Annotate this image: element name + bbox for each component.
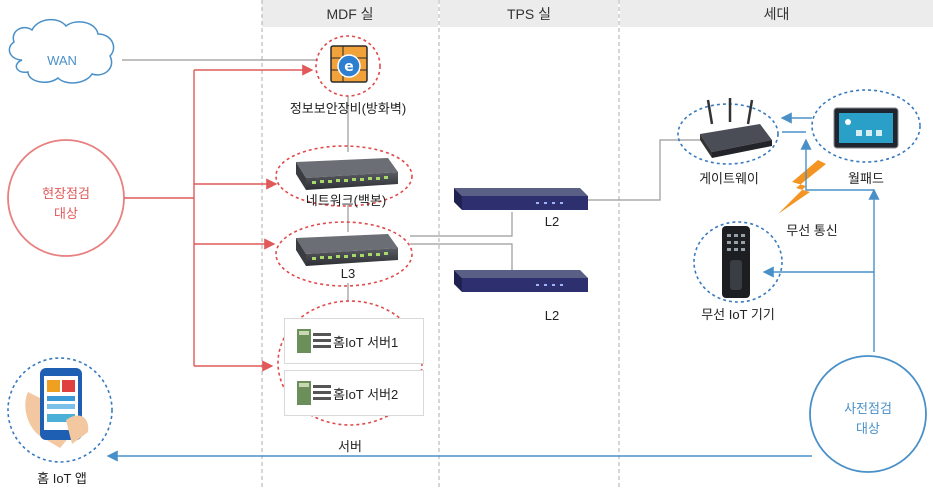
gateway-link	[588, 139, 700, 201]
l3-label: L3	[340, 266, 356, 281]
phone-app-icon	[25, 368, 89, 448]
server-1-icon	[297, 329, 331, 353]
header-mdf: MDF 실	[262, 0, 438, 27]
gateway-highlight	[677, 103, 779, 165]
gateway-router-icon	[700, 98, 772, 158]
server-label: 서버	[338, 439, 362, 454]
onsite-group-label-2: 대상	[54, 206, 78, 221]
wan-cloud	[8, 18, 115, 84]
onsite-branch-lines	[124, 64, 314, 372]
server-2-box: 홈IoT 서버2	[284, 370, 424, 416]
l2-switch-a-icon	[454, 188, 588, 210]
onsite-group-label-1: 현장점검	[42, 186, 90, 201]
backbone-highlight	[275, 145, 413, 207]
wallpad-label: 월패드	[848, 171, 884, 186]
server-1-label: 홈IoT 서버1	[333, 335, 399, 350]
iot-device-label: 무선 IoT 기기	[701, 307, 775, 322]
svg-text:e: e	[344, 59, 354, 75]
l2-b-label: L2	[544, 308, 560, 323]
l2-a-label: L2	[544, 214, 560, 229]
iot-device-highlight	[693, 221, 783, 303]
precheck-group-label-1: 사전점검	[844, 401, 892, 416]
backbone-label: 네트워크(백본)	[305, 193, 387, 208]
firewall-label: 정보보안장비(방화벽)	[289, 101, 407, 116]
iot-device-icon	[722, 226, 750, 298]
l2-switch-b-icon	[454, 270, 588, 292]
wan-label: WAN	[47, 53, 77, 68]
server-2-label: 홈IoT 서버2	[333, 387, 399, 402]
l3-highlight	[275, 221, 413, 287]
l3-switch-icon	[296, 234, 398, 266]
app-label: 홈 IoT 앱	[37, 471, 87, 486]
wireless-lightning-icon	[778, 160, 826, 214]
app-highlight	[7, 357, 113, 463]
mdf-links	[347, 96, 513, 302]
server-2-icon	[297, 381, 331, 405]
wallpad-icon	[833, 107, 899, 149]
column-dividers	[261, 0, 620, 488]
backbone-switch-icon	[296, 158, 398, 190]
wireless-label: 무선 통신	[786, 223, 838, 238]
precheck-group-label-2: 대상	[856, 421, 880, 436]
header-household: 세대	[620, 0, 933, 27]
firewall-highlight	[315, 35, 381, 97]
firewall-icon: e	[330, 45, 368, 83]
wallpad-highlight	[811, 89, 921, 163]
precheck-group-circle	[809, 355, 927, 473]
server-1-box: 홈IoT 서버1	[284, 318, 424, 364]
header-tps: TPS 실	[440, 0, 618, 27]
gateway-label: 게이트웨이	[699, 171, 759, 186]
precheck-links	[106, 138, 880, 462]
